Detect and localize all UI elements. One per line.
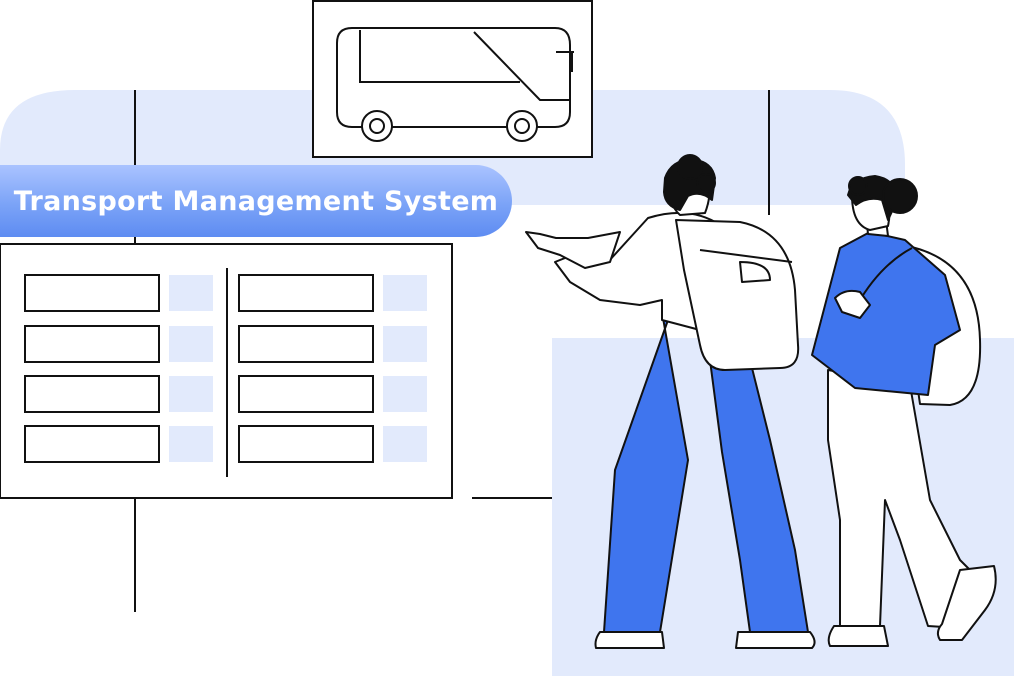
departure-board-icon: [0, 243, 453, 499]
title-banner: Transport Management System: [0, 165, 512, 237]
board-row: [238, 375, 374, 413]
board-status-cell: [383, 426, 427, 462]
board-status-cell: [169, 275, 213, 311]
board-row: [24, 425, 160, 463]
board-status-cell: [383, 376, 427, 412]
banner-title: Transport Management System: [13, 185, 499, 217]
board-status-cell: [383, 326, 427, 362]
board-row: [238, 425, 374, 463]
bus-icon: [336, 27, 574, 142]
board-row: [238, 325, 374, 363]
board-row: [24, 375, 160, 413]
bus-sign: [312, 0, 593, 158]
board-status-cell: [169, 426, 213, 462]
board-row: [24, 274, 160, 312]
traveler-man: [525, 154, 816, 649]
board-status-cell: [383, 275, 427, 311]
board-status-cell: [169, 326, 213, 362]
board-row: [24, 325, 160, 363]
board-row: [238, 274, 374, 312]
traveler-woman: [811, 175, 997, 647]
board-status-cell: [169, 376, 213, 412]
